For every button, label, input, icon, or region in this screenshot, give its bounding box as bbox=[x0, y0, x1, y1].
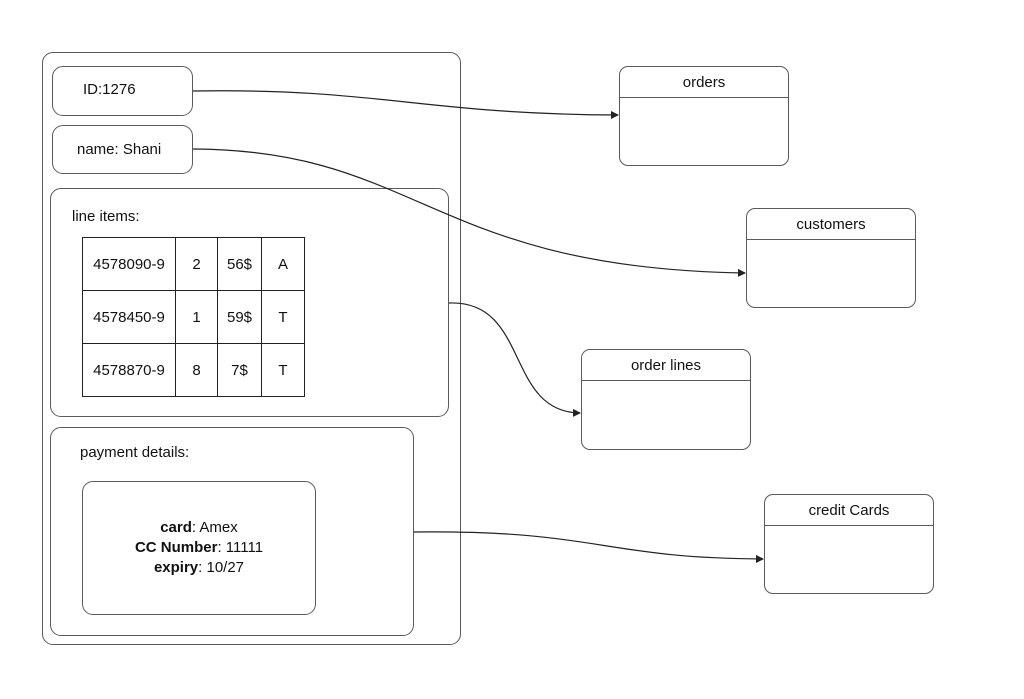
table-cell: 7$ bbox=[217, 343, 262, 397]
payment-label: payment details: bbox=[80, 444, 190, 461]
id-label: ID:1276 bbox=[83, 81, 136, 98]
customers-table-title: customers bbox=[747, 209, 915, 240]
line-items-to-order-lines-arrow bbox=[448, 302, 581, 417]
card-line: card: Amex bbox=[160, 519, 238, 536]
table-cell: 56$ bbox=[217, 237, 262, 291]
table-cell: 4578450-9 bbox=[82, 290, 176, 344]
table-cell: 8 bbox=[175, 343, 218, 397]
order-lines-table-title: order lines bbox=[582, 350, 750, 381]
name-label: name: Shani bbox=[77, 141, 162, 158]
table-cell: 1 bbox=[175, 290, 218, 344]
table-cell: A bbox=[261, 237, 305, 291]
id-field: ID:1276 bbox=[52, 66, 193, 116]
orders-table: orders bbox=[619, 66, 789, 166]
order-lines-table: order lines bbox=[581, 349, 751, 450]
table-cell: 2 bbox=[175, 237, 218, 291]
customers-table: customers bbox=[746, 208, 916, 308]
line-items-label: line items: bbox=[72, 208, 140, 225]
table-cell: T bbox=[261, 343, 305, 397]
credit-cards-table-title: credit Cards bbox=[765, 495, 933, 526]
expiry-line: expiry: 10/27 bbox=[153, 559, 245, 576]
table-row: 4578450-9 1 59$ T bbox=[82, 290, 305, 344]
orders-table-title: orders bbox=[620, 67, 788, 98]
line-items-table: 4578090-9 2 56$ A 4578450-9 1 59$ T 4578… bbox=[82, 237, 305, 397]
table-row: 4578090-9 2 56$ A bbox=[82, 237, 305, 291]
credit-cards-table: credit Cards bbox=[764, 494, 934, 594]
name-field: name: Shani bbox=[52, 125, 193, 174]
table-cell: 59$ bbox=[217, 290, 262, 344]
table-cell: T bbox=[261, 290, 305, 344]
table-cell: 4578870-9 bbox=[82, 343, 176, 397]
payment-card: card: Amex CC Number: 11111 expiry: 10/2… bbox=[82, 481, 316, 615]
table-row: 4578870-9 8 7$ T bbox=[82, 343, 305, 397]
cc-number-line: CC Number: 11111 bbox=[134, 539, 264, 556]
payment-info: card: Amex CC Number: 11111 expiry: 10/2… bbox=[135, 518, 263, 578]
payment-to-credit-cards-arrow bbox=[413, 531, 764, 563]
table-cell: 4578090-9 bbox=[82, 237, 176, 291]
